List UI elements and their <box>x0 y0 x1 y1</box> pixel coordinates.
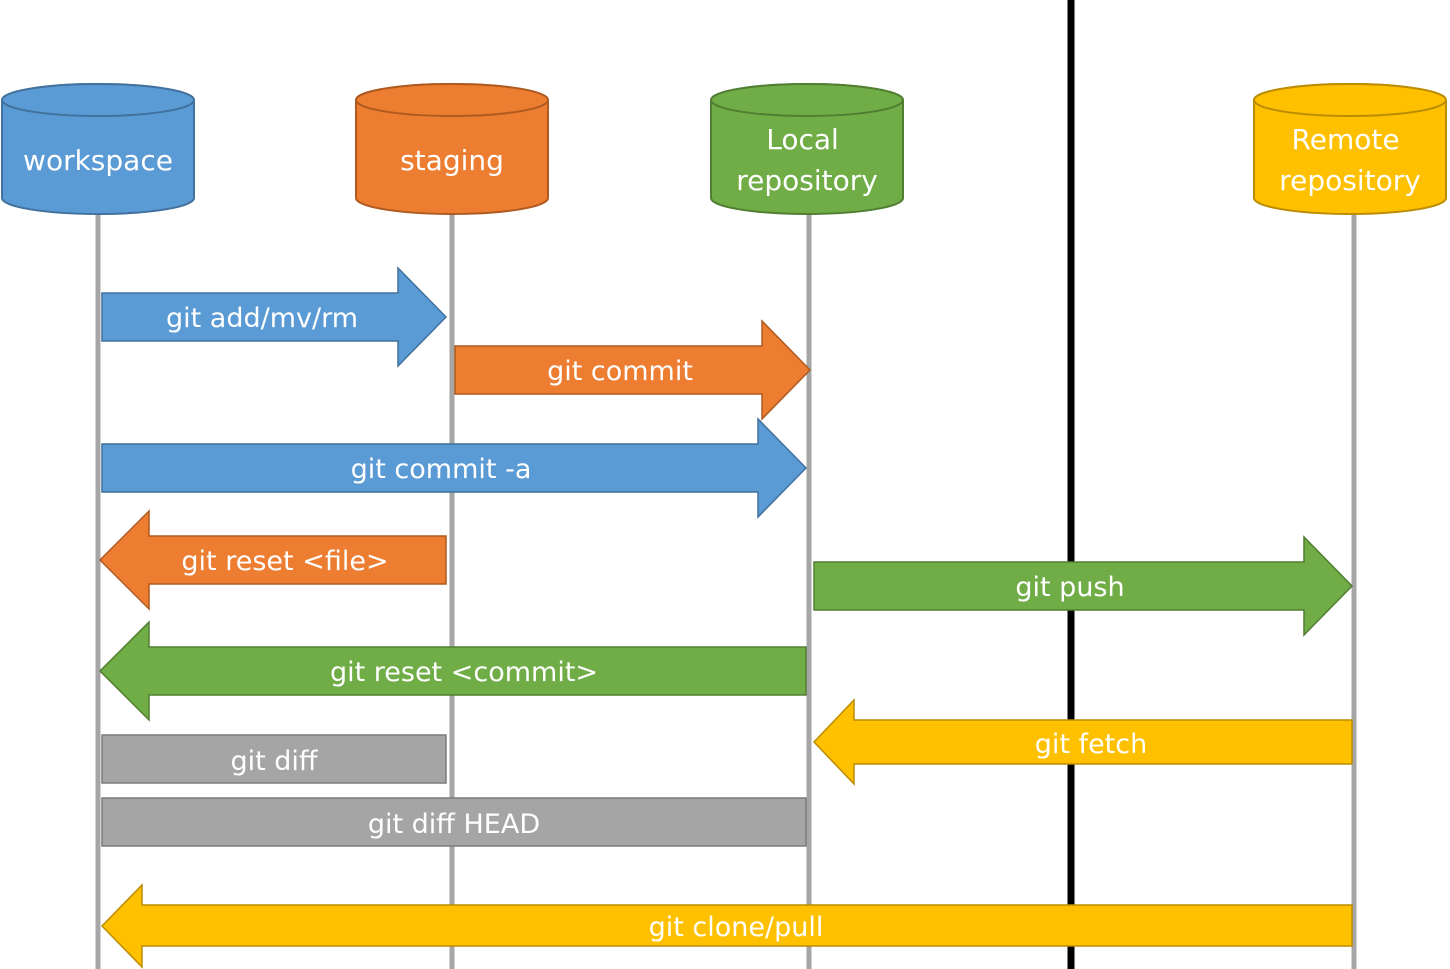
git-reset-commit-arrow-shape <box>98 620 807 722</box>
lifelines <box>95 212 1357 969</box>
local-repository-cylinder-top <box>710 83 904 117</box>
local-repository-label-line2: repository <box>736 164 878 197</box>
git-fetch-arrow-shape <box>812 698 1353 786</box>
git-add-arrow-shape <box>101 266 448 368</box>
remote-repository-cylinder-top <box>1253 83 1447 117</box>
remote-repository-label-line2: repository <box>1279 164 1421 197</box>
staging-cylinder-top <box>355 83 549 117</box>
git-commit-label: git commit <box>547 356 693 387</box>
staging-node: staging <box>355 83 549 215</box>
git-push-arrow: git push <box>813 535 1354 637</box>
workspace-cylinder-top <box>1 83 195 117</box>
staging-label: staging <box>400 144 504 177</box>
git-diff-bar: git diff <box>101 734 447 784</box>
workspace-node: workspace <box>1 83 195 215</box>
git-push-arrow-shape <box>813 535 1354 637</box>
git-clone-pull-arrow: git clone/pull <box>100 883 1353 969</box>
git-diff-label: git diff <box>230 746 318 777</box>
git-diff-head-bar-shape <box>101 797 807 847</box>
git-clone-pull-arrow-shape <box>100 883 1353 969</box>
git-reset-commit-label: git reset <commit> <box>330 657 598 688</box>
workspace-label: workspace <box>23 144 173 177</box>
git-add-arrow: git add/mv/rm <box>101 266 448 368</box>
svg-text:staging: staging <box>400 144 504 177</box>
git-push-label: git push <box>1015 572 1124 603</box>
git-reset-file-arrow: git reset <file> <box>98 509 447 611</box>
svg-text:workspace: workspace <box>23 144 173 177</box>
git-fetch-arrow: git fetch <box>812 698 1353 786</box>
local-repository-node: Local repository <box>710 83 904 215</box>
git-commit-a-arrow: git commit -a <box>101 417 808 519</box>
git-reset-file-arrow-shape <box>98 509 447 611</box>
remote-repository-node: Remote repository <box>1253 83 1447 215</box>
remote-repository-label-line1: Remote <box>1292 123 1400 156</box>
svg-text:Local repository: Local repository <box>736 123 878 197</box>
git-add-label: git add/mv/rm <box>166 303 358 334</box>
git-reset-file-label: git reset <file> <box>181 546 388 577</box>
git-fetch-label: git fetch <box>1035 729 1147 760</box>
git-diff-bar-shape <box>101 734 447 784</box>
git-diff-head-label: git diff HEAD <box>368 809 540 840</box>
git-commit-arrow: git commit <box>454 319 812 421</box>
local-repository-label-line1: Local <box>766 123 839 156</box>
git-reset-commit-arrow: git reset <commit> <box>98 620 807 722</box>
git-diff-head-bar: git diff HEAD <box>101 797 807 847</box>
svg-text:Remote repository: Remote repository <box>1279 123 1421 197</box>
git-clone-pull-label: git clone/pull <box>649 912 824 943</box>
git-commit-arrow-shape <box>454 319 812 421</box>
git-commit-a-label: git commit -a <box>351 454 532 485</box>
git-commit-a-arrow-shape <box>101 417 808 519</box>
